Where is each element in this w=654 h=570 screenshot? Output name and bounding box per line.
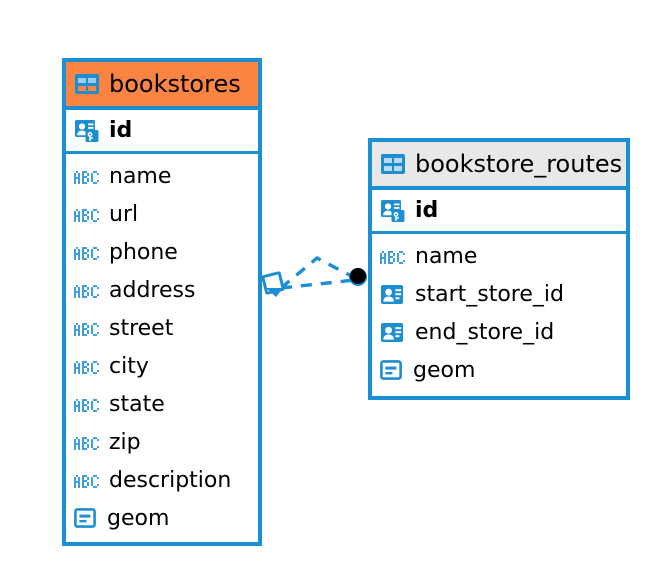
- field-row-city[interactable]: city: [66, 348, 258, 386]
- field-label: geom: [107, 506, 170, 531]
- field-row-description[interactable]: description: [66, 462, 258, 500]
- relationship-line-upper: [279, 255, 358, 290]
- table-icon: [74, 73, 100, 95]
- field-row-state[interactable]: state: [66, 386, 258, 424]
- foreign-key-icon: [380, 284, 406, 306]
- geometry-icon: [74, 508, 98, 530]
- field-label: zip: [109, 430, 141, 455]
- field-label: id: [415, 197, 439, 223]
- geometry-icon: [380, 360, 404, 382]
- field-label: state: [109, 392, 165, 417]
- field-row-name[interactable]: name: [372, 238, 626, 276]
- text-abc-icon: [74, 436, 100, 450]
- field-label: name: [109, 164, 172, 189]
- text-abc-icon: [74, 170, 100, 184]
- entity-bookstores[interactable]: bookstores id: [62, 58, 262, 546]
- field-row-phone[interactable]: phone: [66, 234, 258, 272]
- entity-title: bookstores: [109, 70, 241, 98]
- entity-header-bookstore-routes[interactable]: bookstore_routes: [372, 142, 626, 190]
- field-row-geom[interactable]: geom: [372, 352, 626, 390]
- primary-key-icon: [380, 199, 406, 223]
- text-abc-icon: [74, 398, 100, 412]
- field-list-bookstores: name: [66, 154, 258, 538]
- field-row-start-store-id[interactable]: start_store_id: [372, 276, 626, 314]
- field-row-zip[interactable]: zip: [66, 424, 258, 462]
- primary-key-icon: [74, 119, 100, 143]
- text-abc-icon: [74, 208, 100, 222]
- field-label: city: [109, 354, 149, 379]
- entity-header-bookstores[interactable]: bookstores: [66, 62, 258, 110]
- diamond-endpoint-icon: [261, 271, 285, 297]
- field-row-geom[interactable]: geom: [66, 500, 258, 538]
- field-label: end_store_id: [415, 320, 555, 345]
- foreign-key-icon: [380, 322, 406, 344]
- text-abc-icon: [74, 360, 100, 374]
- text-abc-icon: [74, 474, 100, 488]
- text-abc-icon: [74, 322, 100, 336]
- field-row-name[interactable]: name: [66, 158, 258, 196]
- field-label: phone: [109, 240, 178, 265]
- field-label: url: [109, 202, 139, 227]
- field-label: id: [109, 117, 133, 143]
- table-icon: [380, 153, 406, 175]
- relationship-line-lower: [280, 278, 356, 290]
- text-abc-icon: [74, 246, 100, 260]
- entity-bookstore-routes[interactable]: bookstore_routes id: [368, 138, 630, 400]
- field-label: start_store_id: [415, 282, 564, 307]
- text-abc-icon: [74, 284, 100, 298]
- field-list-bookstore-routes: name start_store_id: [372, 234, 626, 390]
- field-row-street[interactable]: street: [66, 310, 258, 348]
- text-abc-icon: [380, 250, 406, 264]
- field-label: address: [109, 278, 196, 303]
- field-row-url[interactable]: url: [66, 196, 258, 234]
- field-row-address[interactable]: address: [66, 272, 258, 310]
- field-label: description: [109, 468, 232, 493]
- circle-endpoint-icon: [349, 268, 367, 286]
- field-label: geom: [413, 358, 476, 383]
- field-row-end-store-id[interactable]: end_store_id: [372, 314, 626, 352]
- field-label: name: [415, 244, 478, 269]
- field-row-primary-key[interactable]: id: [66, 110, 258, 154]
- field-row-primary-key[interactable]: id: [372, 190, 626, 234]
- entity-title: bookstore_routes: [415, 150, 623, 178]
- field-label: street: [109, 316, 174, 341]
